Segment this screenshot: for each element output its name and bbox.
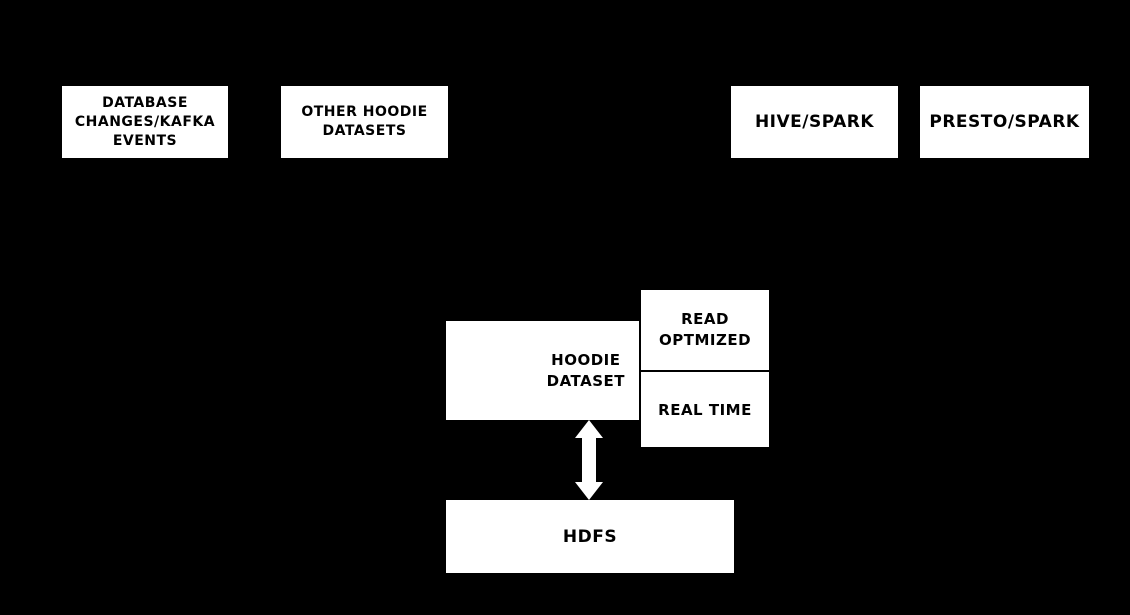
- hoodie-dataset-box: HOODIE DATASET: [446, 321, 639, 420]
- hdfs-label: HDFS: [562, 526, 618, 547]
- hive-spark-box: HIVE/SPARK: [731, 86, 898, 158]
- read-optimized-view-label: READ OPTMIZED: [658, 310, 752, 349]
- read-optimized-view-box: READ OPTMIZED: [641, 290, 769, 370]
- other-hoodie-datasets-box: OTHER HOODIE DATASETS: [281, 86, 448, 158]
- double-arrow-icon: [575, 420, 603, 500]
- database-changes-label: DATABASE CHANGES/KAFKA EVENTS: [74, 94, 216, 149]
- presto-spark-label: PRESTO/SPARK: [929, 112, 1080, 132]
- hive-spark-label: HIVE/SPARK: [754, 112, 875, 132]
- real-time-view-box: REAL TIME: [641, 372, 769, 447]
- hdfs-box: HDFS: [446, 500, 734, 573]
- presto-spark-box: PRESTO/SPARK: [920, 86, 1089, 158]
- hoodie-dataset-label: HOODIE DATASET: [546, 350, 625, 390]
- other-hoodie-datasets-label: OTHER HOODIE DATASETS: [301, 104, 428, 139]
- real-time-view-label: REAL TIME: [658, 400, 752, 419]
- database-changes-box: DATABASE CHANGES/KAFKA EVENTS: [62, 86, 228, 158]
